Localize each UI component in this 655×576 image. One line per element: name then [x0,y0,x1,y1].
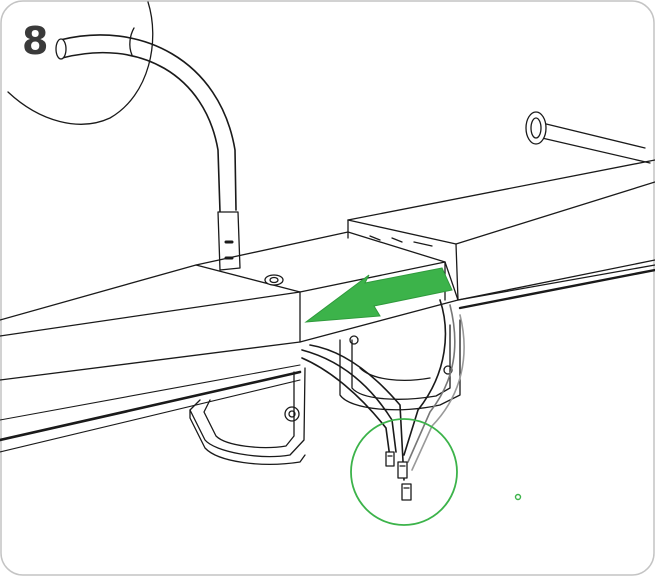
cable-bundle [301,299,465,481]
mounting-bracket-left [189,367,306,465]
support-rod [525,111,651,164]
connector-highlight-circle [350,418,458,526]
marker-dot [514,493,522,501]
direction-arrow-icon [304,267,453,323]
rj-plugs [385,451,412,501]
detail-callout-circle [7,1,154,125]
step-number: 8 [22,19,49,63]
center-housing [195,231,459,343]
